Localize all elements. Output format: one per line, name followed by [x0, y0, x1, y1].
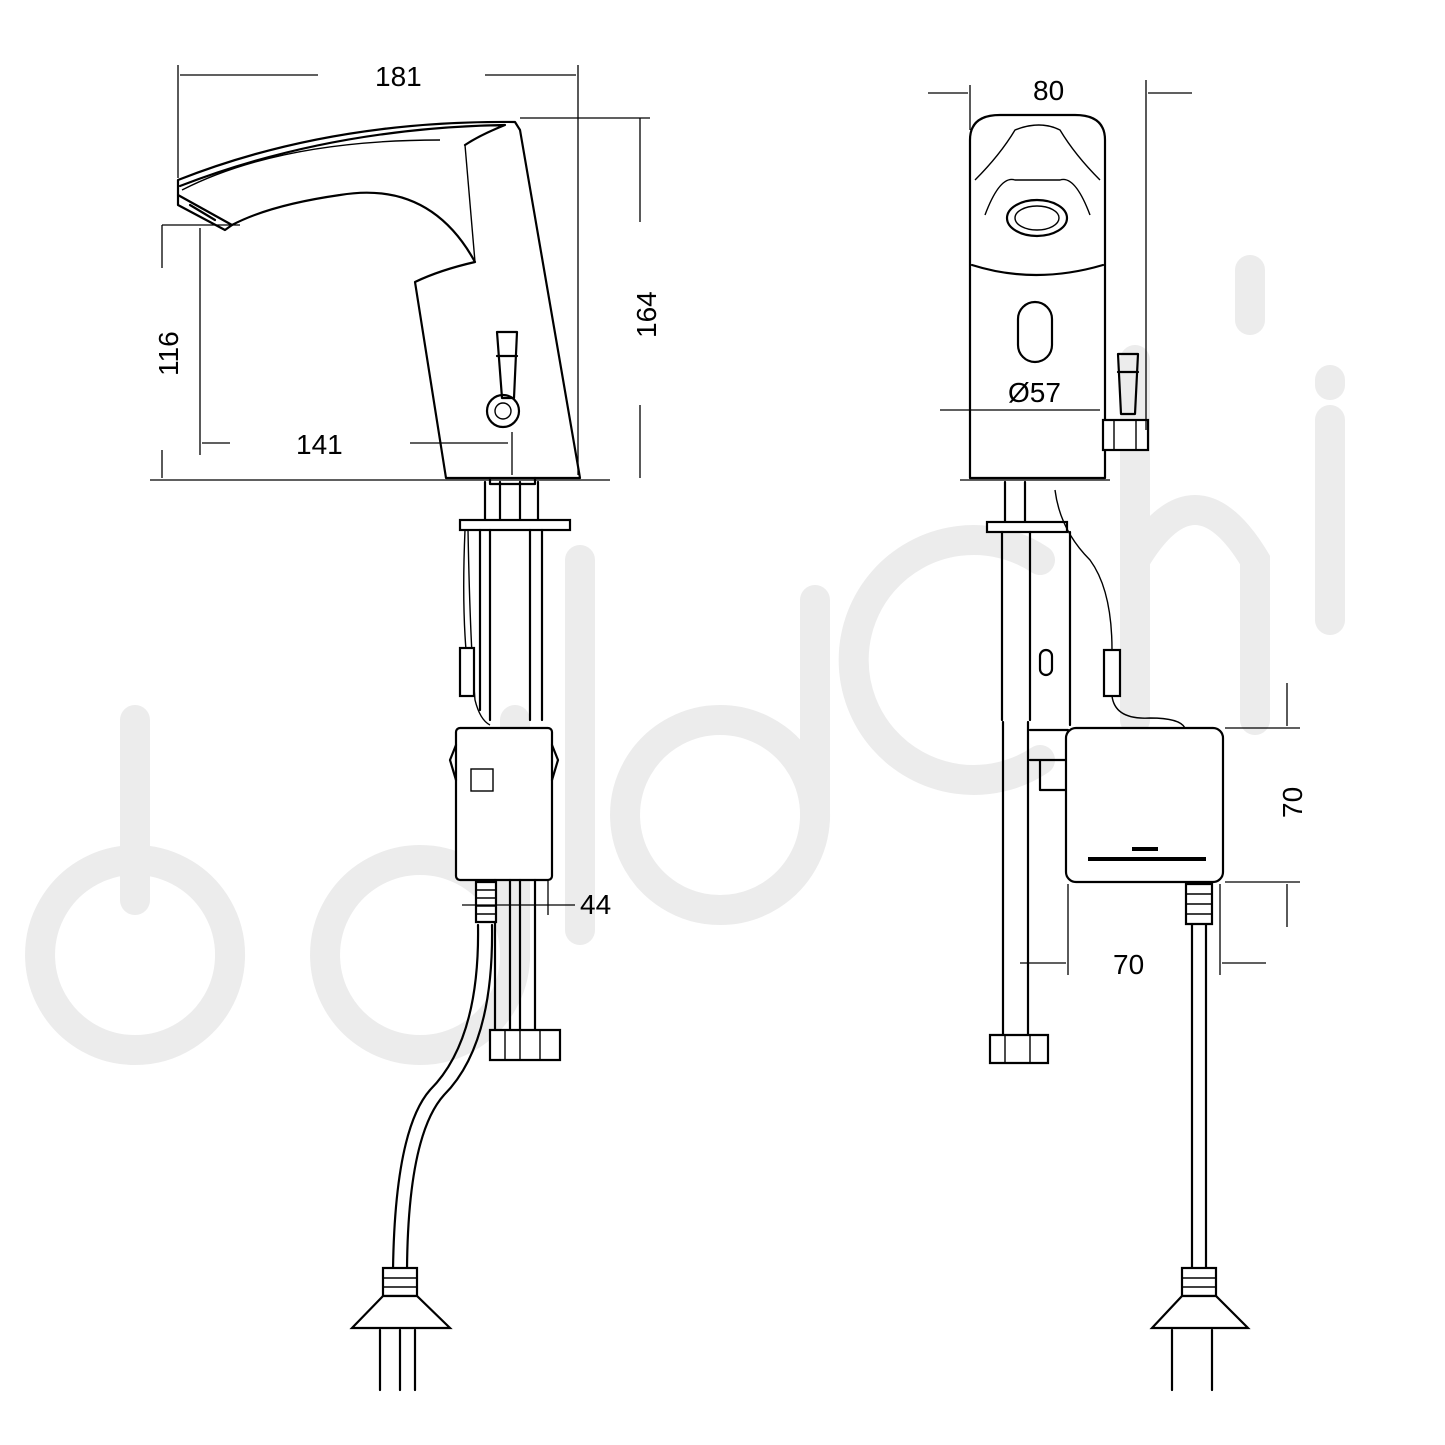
dim-164: 164 — [520, 117, 662, 478]
dim-label: 164 — [631, 291, 662, 338]
dim-70-height: 70 — [1225, 683, 1308, 927]
dim-label: Ø57 — [1008, 377, 1061, 408]
dim-label: 181 — [375, 61, 422, 92]
side-view: 181 116 141 164 44 — [150, 61, 662, 1392]
faucet-body — [176, 120, 582, 480]
faucet-front-body — [968, 113, 1107, 480]
lever-handle-front — [1116, 352, 1140, 416]
dim-label: 70 — [1277, 787, 1308, 818]
dim-label: 141 — [296, 429, 343, 460]
dim-diameter-57: Ø57 — [940, 377, 1100, 411]
dim-181: 181 — [177, 61, 579, 475]
dim-label: 80 — [1033, 75, 1064, 106]
dim-44: 44 — [462, 880, 611, 920]
box-label-text — [1088, 847, 1206, 861]
dim-141: 141 — [202, 429, 513, 475]
front-view: 80 Ø57 70 70 — [928, 75, 1308, 1392]
dim-80: 80 — [928, 75, 1192, 430]
dim-116: 116 — [153, 224, 240, 478]
dim-label: 116 — [153, 331, 184, 376]
dim-label: 70 — [1113, 949, 1144, 980]
lever-handle — [495, 330, 519, 400]
dim-label: 44 — [580, 889, 611, 920]
dim-70-width: 70 — [1020, 884, 1266, 980]
watermark-logo — [25, 255, 1345, 1065]
